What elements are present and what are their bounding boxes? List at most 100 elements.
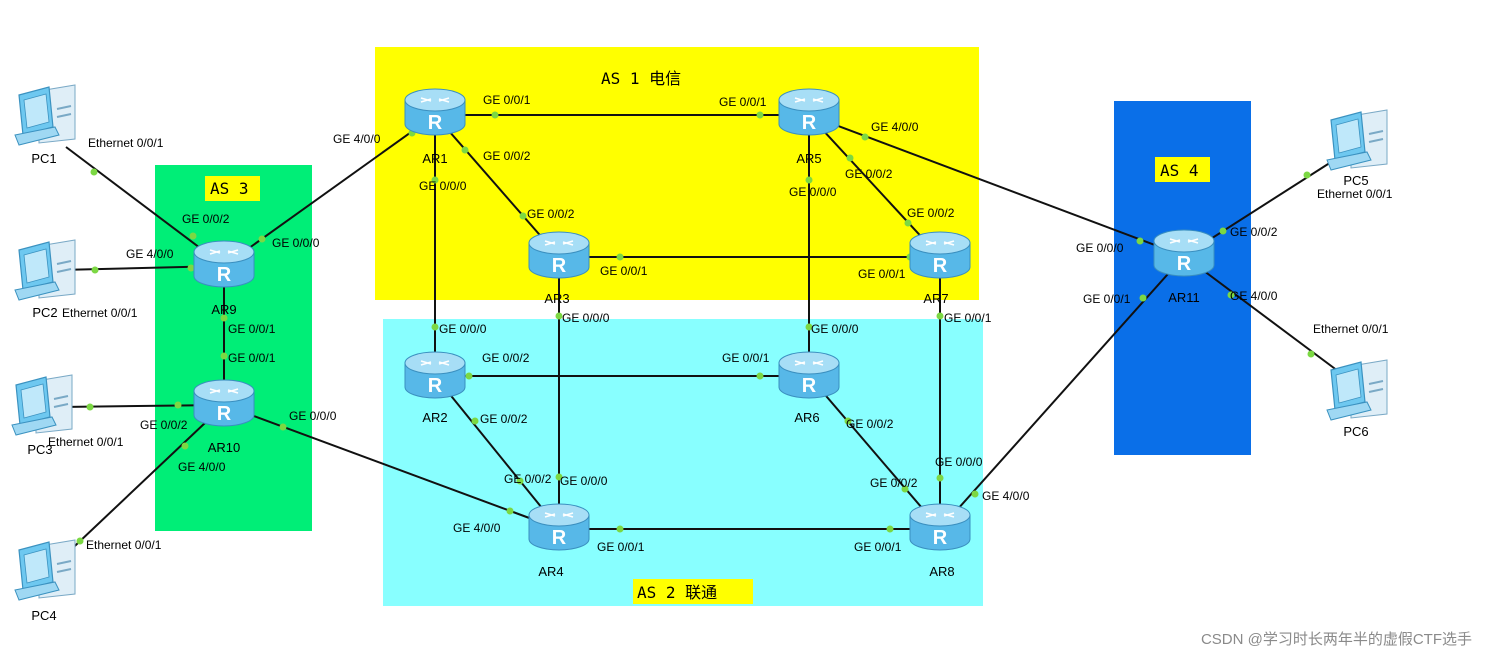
port-dot	[1219, 227, 1227, 235]
port-dot	[936, 474, 944, 482]
port-label-ar6-ar2: GE 0/0/1	[722, 351, 770, 365]
port-label-ar3-ar4: GE 0/0/0	[562, 311, 610, 325]
port-dot	[756, 111, 764, 119]
pc-pc5[interactable]	[1326, 109, 1388, 171]
router-ar9[interactable]	[193, 240, 255, 288]
port-label-ar2-ar6: GE 0/0/2	[482, 351, 530, 365]
router-label-ar7: AR7	[923, 291, 948, 306]
router-ar5[interactable]	[778, 88, 840, 136]
port-label-ar8-ar6: GE 0/0/2	[870, 476, 918, 490]
router-ar11[interactable]	[1153, 229, 1215, 277]
port-label-ar5-ar1: GE 0/0/1	[719, 95, 767, 109]
port-dot	[1307, 350, 1315, 358]
router-label-ar5: AR5	[796, 151, 821, 166]
port-label-ar11-ar5: GE 0/0/0	[1076, 241, 1124, 255]
port-labels: GE 0/0/1 GE 0/0/1 GE 4/0/0 GE 0/0/2 GE 0…	[48, 93, 1393, 554]
port-dot	[506, 507, 514, 515]
pc-label-pc3: PC3	[27, 442, 52, 457]
port-label-ar8-ar11: GE 4/0/0	[982, 489, 1030, 503]
port-dot	[76, 537, 84, 545]
router-label-ar1: AR1	[422, 151, 447, 166]
router-label-ar4: AR4	[538, 564, 563, 579]
pc-pc1[interactable]	[14, 84, 76, 146]
port-label-ar5-ar6: GE 0/0/0	[789, 185, 837, 199]
pc-pc6[interactable]	[1326, 359, 1388, 421]
router-ar8[interactable]	[909, 503, 971, 551]
as4-title: AS 4	[1160, 161, 1199, 180]
port-dot	[1227, 291, 1235, 299]
link-ar2-ar4	[434, 375, 560, 530]
port-dot	[1136, 237, 1144, 245]
port-label-ar3-ar7: GE 0/0/1	[600, 264, 648, 278]
port-dot	[555, 473, 563, 481]
port-dot	[90, 168, 98, 176]
router-label-ar9: AR9	[211, 302, 236, 317]
router-ar3[interactable]	[528, 231, 590, 279]
port-label-ar4-ar2: GE 0/0/2	[504, 472, 552, 486]
port-dot	[465, 372, 473, 380]
port-label-ar9-pc1: GE 0/0/2	[182, 212, 230, 226]
port-label-ar3-ar1: GE 0/0/2	[527, 207, 575, 221]
port-dot	[805, 176, 813, 184]
port-label-ar10-pc3: GE 0/0/2	[140, 418, 188, 432]
computer-icon	[1326, 109, 1388, 171]
router-icon	[1153, 229, 1215, 277]
port-label-ar5-ar11: GE 4/0/0	[871, 120, 919, 134]
as2-area	[383, 319, 983, 606]
port-dot	[616, 525, 624, 533]
port-dot	[279, 423, 287, 431]
router-icon	[404, 351, 466, 399]
as4-area	[1114, 101, 1251, 455]
pc-label-pc6: PC6	[1343, 424, 1368, 439]
port-dots	[76, 111, 1315, 545]
port-dot	[431, 323, 439, 331]
link-pc6-ar11	[1183, 255, 1351, 381]
router-icon	[778, 88, 840, 136]
as3-title-bg	[205, 176, 260, 201]
port-dot	[756, 372, 764, 380]
router-icon	[193, 240, 255, 288]
port-dot	[555, 312, 563, 320]
pc-pc4[interactable]	[14, 539, 76, 601]
router-ar2[interactable]	[404, 351, 466, 399]
port-label-ar8-ar7: GE 0/0/0	[935, 455, 983, 469]
router-label-ar3: AR3	[544, 291, 569, 306]
pc-pc2[interactable]	[14, 239, 76, 301]
port-label-ar7-ar3: GE 0/0/1	[858, 267, 906, 281]
pc-pc3[interactable]	[11, 374, 73, 436]
as2-title: AS 2 联通	[637, 583, 717, 602]
router-ar4[interactable]	[528, 503, 590, 551]
router-label-ar10: AR10	[208, 440, 241, 455]
link-ar1-ar3	[434, 114, 560, 258]
as4-title-bg	[1155, 157, 1210, 182]
links	[59, 114, 1351, 561]
pc-label-pc2: PC2	[32, 305, 57, 320]
router-ar6[interactable]	[778, 351, 840, 399]
port-dot	[936, 312, 944, 320]
router-ar1[interactable]	[404, 88, 466, 136]
router-icon	[778, 351, 840, 399]
port-dot	[861, 133, 869, 141]
router-icon	[528, 231, 590, 279]
router-ar7[interactable]	[909, 231, 971, 279]
computer-icon	[14, 84, 76, 146]
port-dot	[844, 417, 852, 425]
port-dot	[91, 266, 99, 274]
port-dot	[471, 417, 479, 425]
router-icon	[193, 379, 255, 427]
port-label-ar5-ar7: GE 0/0/2	[845, 167, 893, 181]
port-dot	[174, 401, 182, 409]
as3-area	[155, 165, 312, 531]
port-dot	[519, 212, 527, 220]
port-dot	[86, 403, 94, 411]
port-label-ar1-ar2: GE 0/0/0	[419, 179, 467, 193]
port-label-ar1-ar3: GE 0/0/2	[483, 149, 531, 163]
router-ar10[interactable]	[193, 379, 255, 427]
router-icon	[528, 503, 590, 551]
link-ar5-ar11	[808, 114, 1185, 257]
port-dot	[431, 176, 439, 184]
port-dot	[1139, 294, 1147, 302]
computer-icon	[14, 539, 76, 601]
port-label-ar1-ar5: GE 0/0/1	[483, 93, 531, 107]
